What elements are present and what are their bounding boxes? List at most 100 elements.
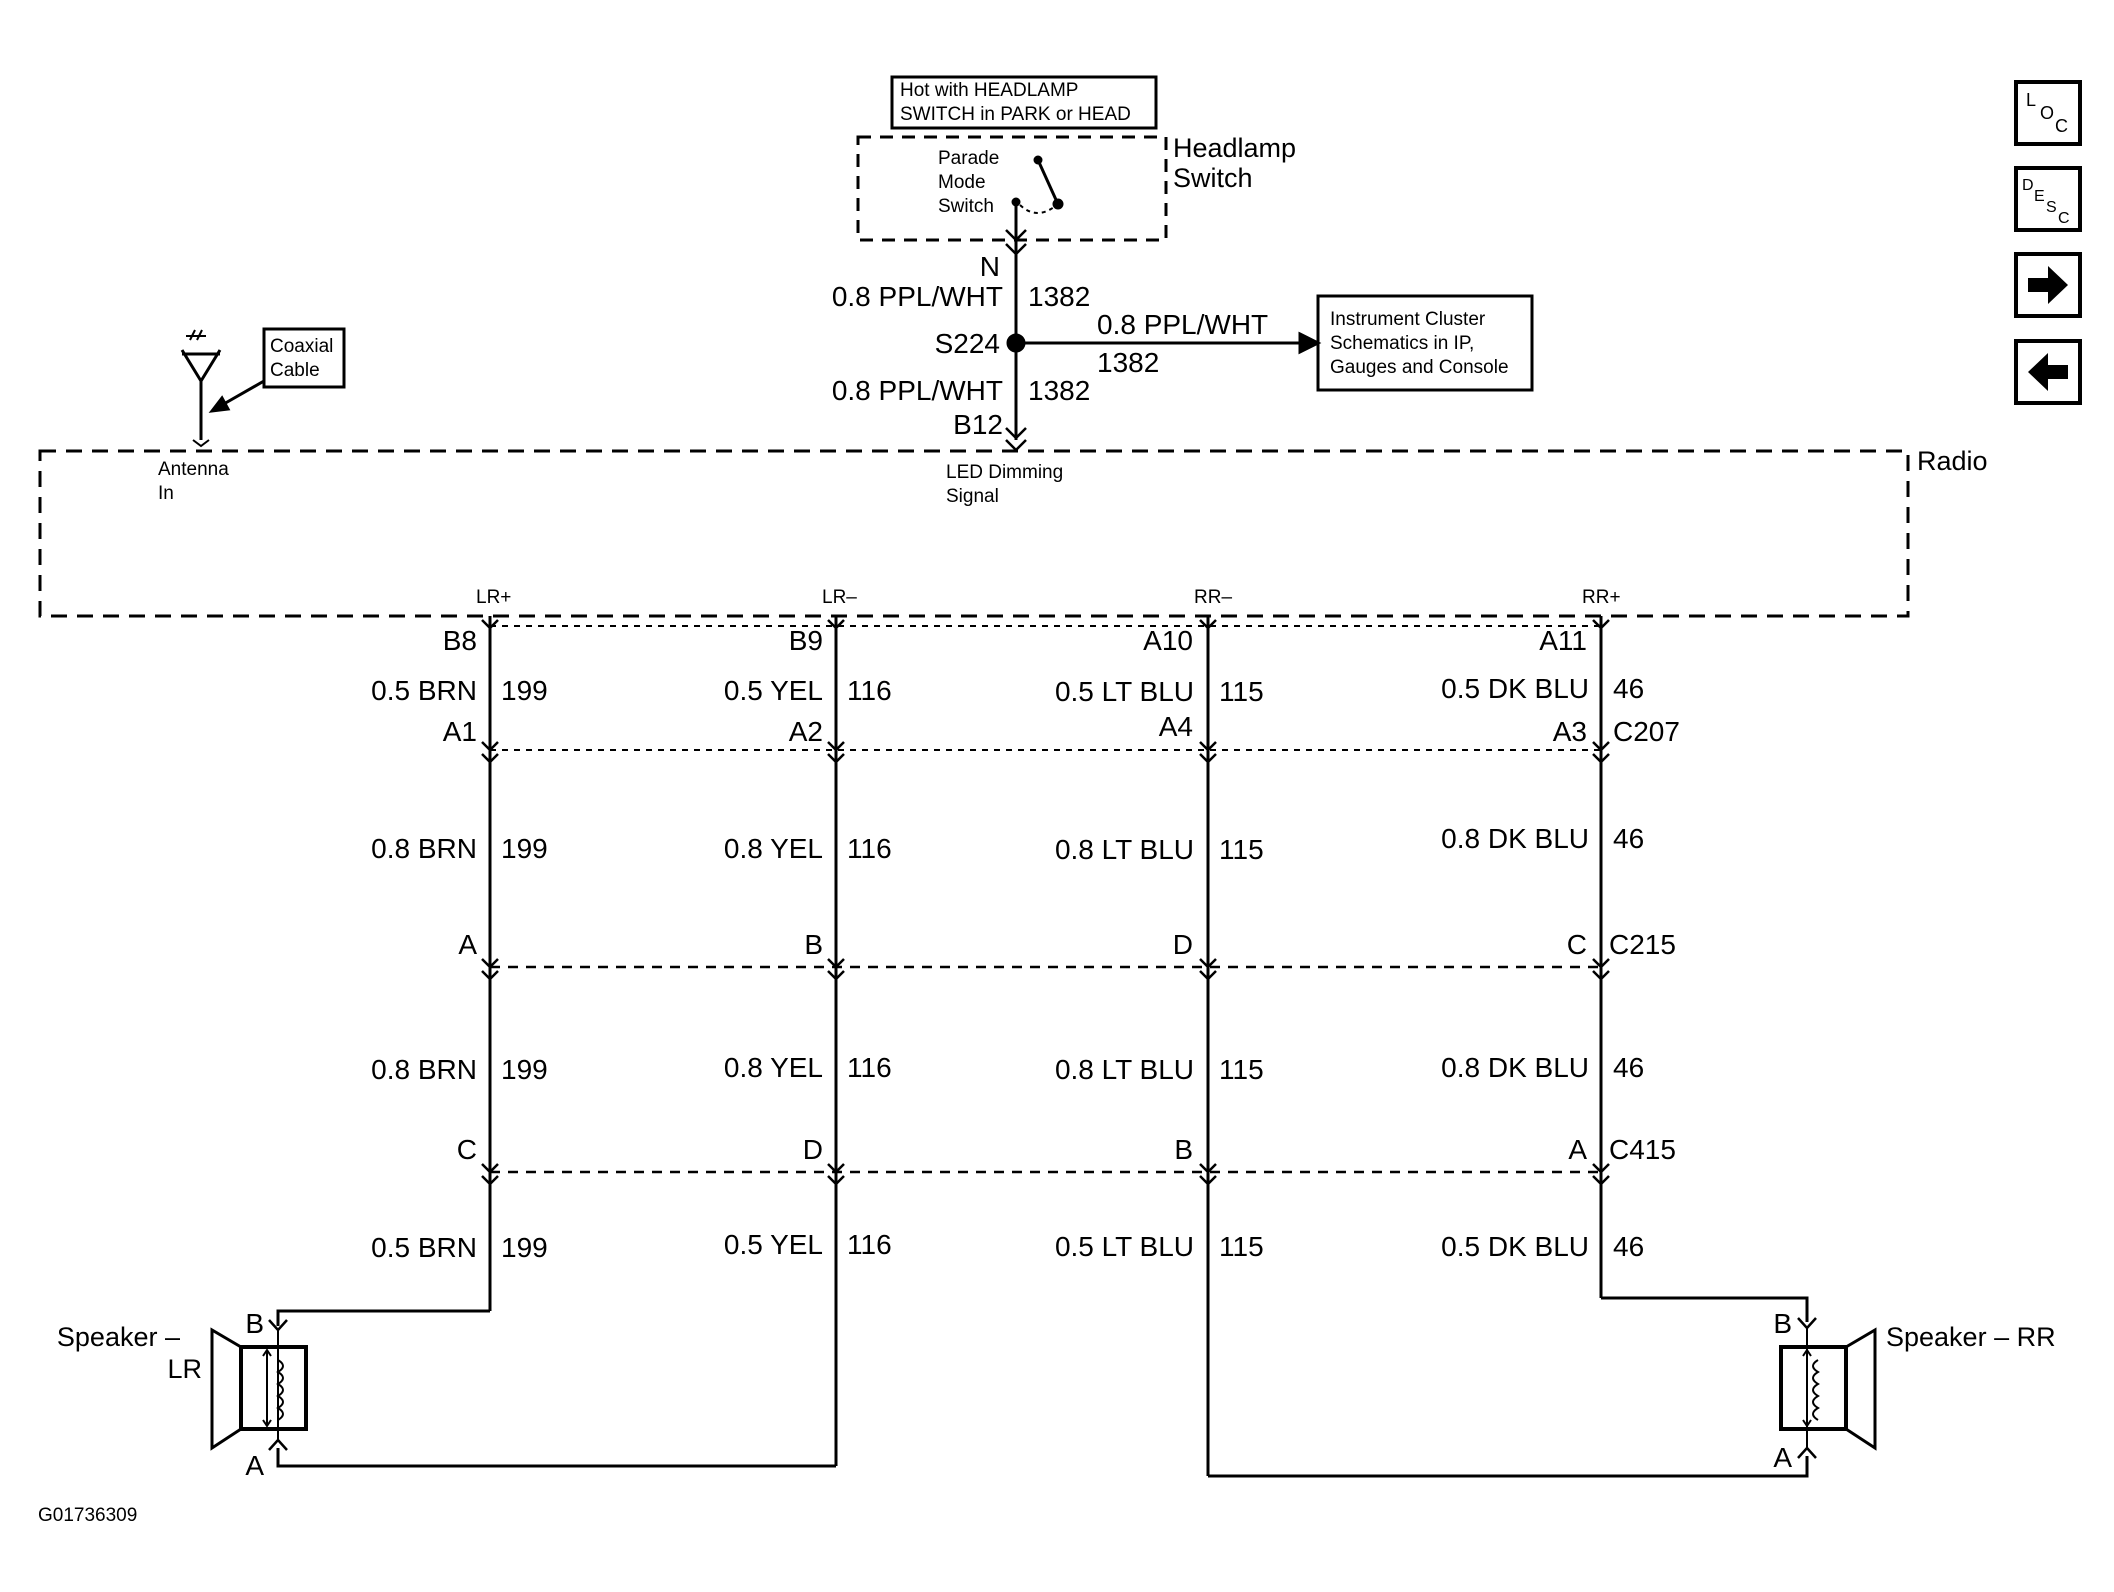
circuit-label: 116 bbox=[847, 1229, 892, 1260]
wire-label: 0.5 DK BLU bbox=[1441, 1231, 1589, 1262]
wire-label: 0.8 DK BLU bbox=[1441, 823, 1589, 854]
wire-label: 0.5 LT BLU bbox=[1055, 676, 1194, 707]
loc-letter-c: C bbox=[2055, 116, 2068, 136]
wire-label: 0.5 LT BLU bbox=[1055, 1231, 1194, 1262]
speaker-lr-name-line2: LR bbox=[167, 1354, 202, 1384]
c215-pin: A bbox=[458, 929, 477, 960]
coax-line1: Coaxial bbox=[270, 336, 333, 357]
cluster-ref-box bbox=[1316, 294, 1534, 392]
connector-c415-label: C415 bbox=[1609, 1134, 1676, 1165]
wire-label: 0.5 BRN bbox=[371, 1232, 477, 1263]
terminal-label: RR– bbox=[1194, 587, 1232, 608]
loc-letter-l: L bbox=[2026, 90, 2036, 110]
coax-line2: Cable bbox=[270, 360, 320, 381]
headlamp-switch-box bbox=[856, 135, 1168, 242]
circuit-label: 199 bbox=[501, 833, 548, 864]
desc-letter-e: E bbox=[2034, 188, 2045, 205]
circuit-label: 116 bbox=[847, 1052, 892, 1083]
connector-chevrons bbox=[481, 619, 1610, 1186]
wire-label: 0.8 YEL bbox=[724, 1052, 823, 1083]
loc-letter-o: O bbox=[2040, 103, 2054, 123]
c215-pin: C bbox=[1567, 929, 1587, 960]
wire-label: 0.8 LT BLU bbox=[1055, 1054, 1194, 1085]
headlamp-title-line1: Headlamp bbox=[1173, 133, 1296, 163]
wire-label: 0.5 YEL bbox=[724, 1229, 823, 1260]
radio-pin: A10 bbox=[1143, 625, 1193, 656]
circuit-label: 46 bbox=[1613, 673, 1644, 704]
circuit-label: 46 bbox=[1613, 1052, 1644, 1083]
headlamp-note-line2: SWITCH in PARK or HEAD bbox=[900, 104, 1131, 125]
c415-pin: B bbox=[1174, 1134, 1193, 1165]
loc-button[interactable] bbox=[2014, 80, 2082, 146]
antenna-in-line2: In bbox=[158, 483, 174, 504]
figure-id: G01736309 bbox=[38, 1505, 137, 1526]
cluster-line3: Gauges and Console bbox=[1330, 357, 1509, 378]
speaker-rr-pin-a: A bbox=[1773, 1442, 1792, 1473]
feed-circuit-bottom: 1382 bbox=[1028, 375, 1090, 406]
rr-minus-wire bbox=[1208, 1456, 1809, 1478]
c215-pin: D bbox=[1173, 929, 1193, 960]
wire-label: 0.8 BRN bbox=[371, 1054, 477, 1085]
coax-box bbox=[262, 327, 346, 389]
parade-label-line1: Parade bbox=[938, 148, 999, 169]
branch-circuit-label: 1382 bbox=[1097, 347, 1159, 378]
branch-arrow-icon bbox=[1298, 331, 1322, 355]
wire-label: 0.8 BRN bbox=[371, 833, 477, 864]
back-arrow-icon bbox=[2028, 353, 2068, 391]
circuit-label: 46 bbox=[1613, 823, 1644, 854]
back-button[interactable] bbox=[2014, 339, 2082, 405]
speaker-lr-name-line1: Speaker – bbox=[57, 1322, 180, 1352]
forward-button[interactable] bbox=[2014, 252, 2082, 318]
wire-label: 0.5 YEL bbox=[724, 675, 823, 706]
desc-button[interactable] bbox=[2014, 166, 2082, 232]
led-dimming-line2: Signal bbox=[946, 486, 999, 507]
headlamp-note-line1: Hot with HEADLAMP bbox=[900, 80, 1078, 101]
cluster-line1: Instrument Cluster bbox=[1330, 309, 1486, 330]
circuit-label: 46 bbox=[1613, 1231, 1644, 1262]
c207-pin: A2 bbox=[789, 716, 823, 747]
wire-label: 0.8 YEL bbox=[724, 833, 823, 864]
rr-plus-wire bbox=[1601, 1296, 1809, 1322]
speaker-rr-name: Speaker – RR bbox=[1886, 1322, 2056, 1352]
radio-pin: B9 bbox=[789, 625, 823, 656]
connector-c207-label: C207 bbox=[1613, 716, 1680, 747]
circuit-label: 199 bbox=[501, 675, 548, 706]
radio-box bbox=[38, 449, 1910, 618]
desc-letter-d: D bbox=[2022, 177, 2034, 194]
terminal-label: LR– bbox=[822, 587, 857, 608]
splice-label: S224 bbox=[935, 328, 1000, 359]
radio-pin: A11 bbox=[1539, 625, 1587, 656]
radio-pin-b12: B12 bbox=[953, 409, 1003, 440]
radio-title: Radio bbox=[1917, 446, 1988, 476]
c415-pin: D bbox=[803, 1134, 823, 1165]
c215-pin: B bbox=[804, 929, 823, 960]
parade-mode-switch-icon bbox=[1011, 155, 1064, 240]
terminal-label: RR+ bbox=[1582, 587, 1621, 608]
headlamp-pin: N bbox=[980, 251, 1000, 282]
antenna-icon bbox=[180, 329, 222, 448]
c415-pin: C bbox=[457, 1134, 477, 1165]
wire-label: 0.5 BRN bbox=[371, 675, 477, 706]
speaker-lr-pin-a: A bbox=[245, 1450, 264, 1481]
circuit-label: 115 bbox=[1219, 676, 1264, 707]
coax-arrow-icon bbox=[208, 395, 231, 413]
antenna-in-line1: Antenna bbox=[158, 459, 229, 480]
circuit-label: 199 bbox=[501, 1054, 548, 1085]
speaker-lr-pin-b: B bbox=[245, 1308, 264, 1339]
connector-c215-label: C215 bbox=[1609, 929, 1676, 960]
desc-letter-c: C bbox=[2058, 210, 2070, 227]
cluster-line2: Schematics in IP, bbox=[1330, 333, 1474, 354]
speaker-rr-icon bbox=[1779, 1317, 1877, 1459]
speaker-rr-pin-b: B bbox=[1773, 1308, 1792, 1339]
parade-label-line3: Switch bbox=[938, 196, 994, 217]
c415-pin: A bbox=[1568, 1134, 1587, 1165]
c207-pin: A3 bbox=[1553, 716, 1587, 747]
circuit-label: 116 bbox=[847, 833, 892, 864]
wire-label: 0.5 DK BLU bbox=[1441, 673, 1589, 704]
speaker-lr-icon bbox=[210, 1319, 308, 1451]
forward-arrow-icon bbox=[2028, 266, 2068, 304]
branch-wire-label: 0.8 PPL/WHT bbox=[1097, 309, 1268, 340]
channel-wires bbox=[488, 616, 1603, 1476]
c207-pin: A1 bbox=[443, 716, 477, 747]
feed-circuit-top: 1382 bbox=[1028, 281, 1090, 312]
